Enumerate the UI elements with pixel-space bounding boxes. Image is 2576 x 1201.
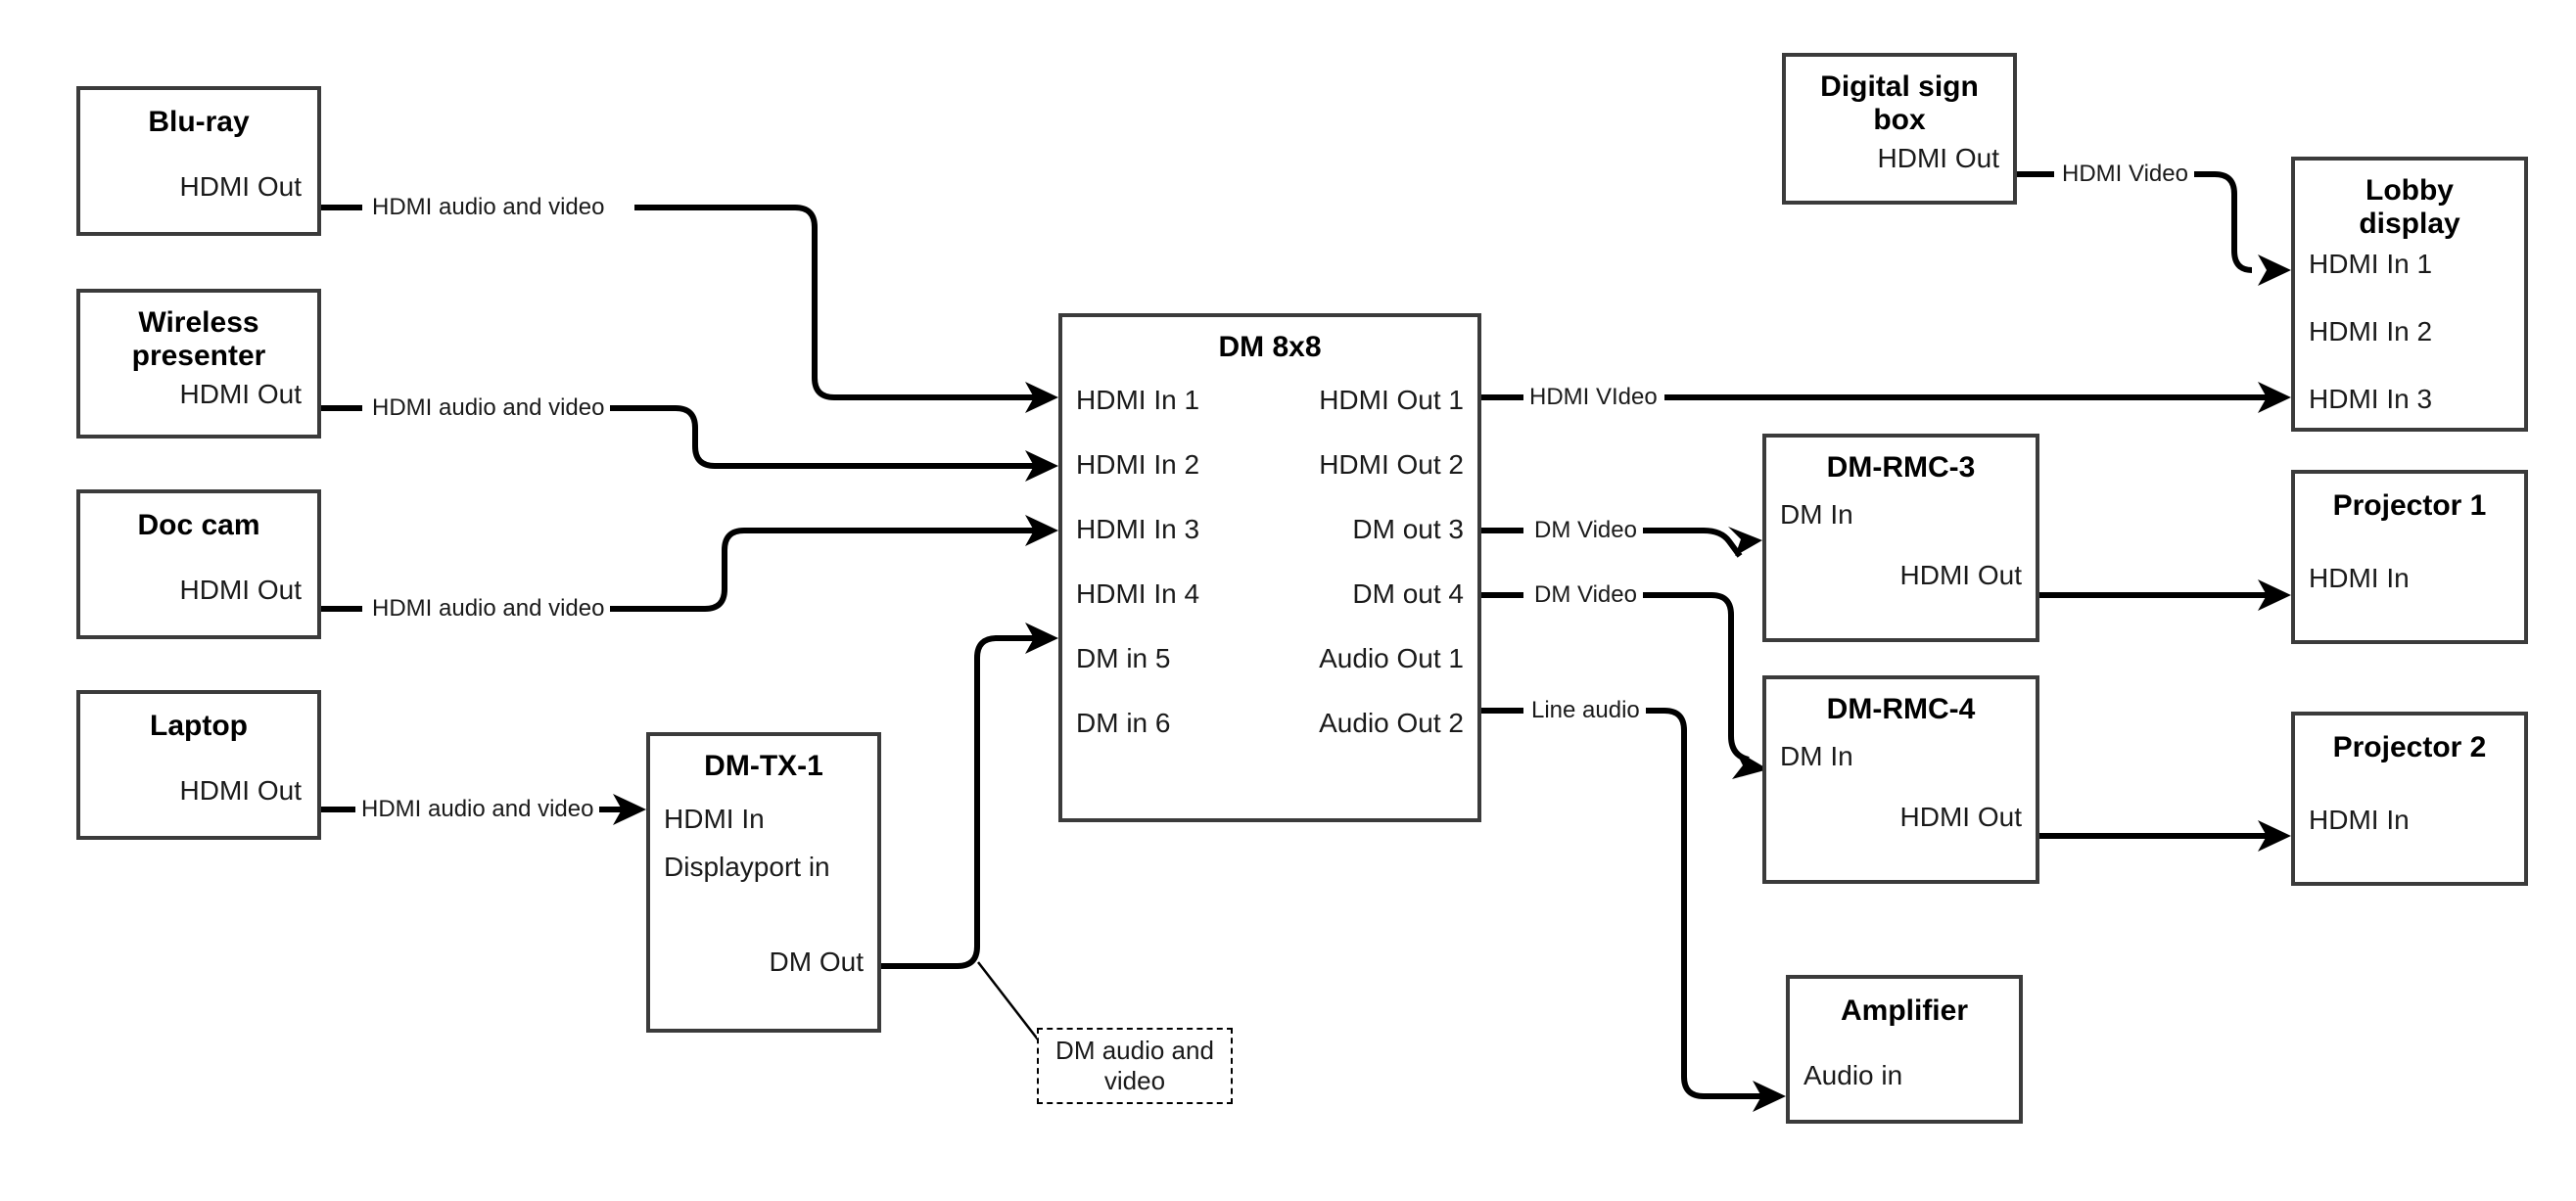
arrowhead-projector2-hdmi-in xyxy=(2258,820,2291,852)
edge-label-dmout3-to-rmc3: DM Video xyxy=(1528,519,1643,542)
node-lobby-display-title: Lobby display xyxy=(2359,174,2460,240)
port-dm-8x8-dm-in-6[interactable]: DM in 6 xyxy=(1076,708,1171,738)
port-dm-8x8-dm-out-4[interactable]: DM out 4 xyxy=(1352,578,1464,609)
node-wireless-presenter-title: Wireless presenter xyxy=(131,306,266,372)
wire-wireless-to-hdmi-in-2 xyxy=(320,405,1038,469)
port-wireless-presenter-hdmi-out[interactable]: HDMI Out xyxy=(179,379,302,410)
node-amplifier[interactable]: Amplifier Audio in xyxy=(1786,975,2023,1124)
node-digital-sign-box[interactable]: Digital sign box HDMI Out xyxy=(1782,53,2017,205)
arrowhead-hdmi-in-1 xyxy=(1025,382,1058,413)
port-dm-8x8-hdmi-in-3[interactable]: HDMI In 3 xyxy=(1076,514,1200,544)
node-dm-rmc-4[interactable]: DM-RMC-4 DM In HDMI Out xyxy=(1762,675,2039,884)
wire-audioout1-to-amplifier xyxy=(1481,708,1764,1099)
node-blu-ray-title: Blu-ray xyxy=(148,106,250,138)
node-dm-tx-1[interactable]: DM-TX-1 HDMI In Displayport in DM Out xyxy=(646,732,881,1033)
port-dm-8x8-audio-out-2[interactable]: Audio Out 2 xyxy=(1319,708,1464,738)
port-projector-1-hdmi-in[interactable]: HDMI In xyxy=(2309,562,2410,593)
port-dm-8x8-hdmi-in-1[interactable]: HDMI In 1 xyxy=(1076,385,1200,415)
edge-label-audioout1-to-amp: Line audio xyxy=(1525,699,1646,722)
port-amplifier-audio-in[interactable]: Audio in xyxy=(1803,1059,1903,1090)
port-dm-8x8-hdmi-in-4[interactable]: HDMI In 4 xyxy=(1076,578,1200,609)
port-dm-8x8-dm-in-5[interactable]: DM in 5 xyxy=(1076,643,1171,673)
callout-dm-audio-and-video-text: DM audio and video xyxy=(1055,1036,1214,1095)
edge-label-doccam-to-in3: HDMI audio and video xyxy=(366,597,611,621)
arrowhead-lobby-hdmi-in-1 xyxy=(2258,254,2291,286)
port-dm-tx-1-dm-out[interactable]: DM Out xyxy=(769,947,864,978)
node-dm-8x8[interactable]: DM 8x8 HDMI In 1 HDMI In 2 HDMI In 3 HDM… xyxy=(1058,313,1481,822)
arrowhead-dm-in-5 xyxy=(1025,623,1058,654)
arrowhead-projector1-hdmi-in xyxy=(2258,579,2291,611)
port-dm-8x8-hdmi-out-1[interactable]: HDMI Out 1 xyxy=(1319,385,1464,415)
port-dm-tx-1-displayport-in[interactable]: Displayport in xyxy=(664,852,830,883)
node-dm-rmc-3-title: DM-RMC-3 xyxy=(1826,451,1976,484)
arrowhead-hdmi-in-2 xyxy=(1025,450,1058,482)
node-doc-cam-title: Doc cam xyxy=(137,509,260,541)
node-dm-rmc-3[interactable]: DM-RMC-3 DM In HDMI Out xyxy=(1762,434,2039,642)
node-blu-ray[interactable]: Blu-ray HDMI Out xyxy=(76,86,321,236)
edge-label-sign-to-lobby: HDMI Video xyxy=(2056,162,2194,186)
node-projector-2-title: Projector 2 xyxy=(2332,731,2487,763)
port-dm-8x8-audio-out-1[interactable]: Audio Out 1 xyxy=(1319,643,1464,673)
node-lobby-display[interactable]: Lobby display HDMI In 1 HDMI In 2 HDMI I… xyxy=(2291,157,2528,432)
arrowhead-hdmi-in-3 xyxy=(1025,515,1058,546)
leader-line-dm-callout xyxy=(977,961,1039,1040)
node-dm-tx-1-title: DM-TX-1 xyxy=(704,750,823,782)
arrowhead-dmtx-hdmi-in xyxy=(613,794,646,825)
port-lobby-display-hdmi-in-2[interactable]: HDMI In 2 xyxy=(2309,315,2433,346)
port-dm-8x8-dm-out-3[interactable]: DM out 3 xyxy=(1352,514,1464,544)
port-dm-rmc-4-hdmi-out[interactable]: HDMI Out xyxy=(1899,802,2022,833)
port-projector-2-hdmi-in[interactable]: HDMI In xyxy=(2309,804,2410,835)
wire-dmout3-to-rmc3 xyxy=(1481,528,1743,558)
port-dm-rmc-3-dm-in[interactable]: DM In xyxy=(1780,498,1853,530)
wire-dmtx-out-to-dm-in-5 xyxy=(881,635,1038,969)
arrowhead-amplifier-audio-in xyxy=(1753,1081,1786,1112)
port-dm-rmc-4-dm-in[interactable]: DM In xyxy=(1780,740,1853,771)
port-lobby-display-hdmi-in-1[interactable]: HDMI In 1 xyxy=(2309,249,2433,280)
port-dm-tx-1-hdmi-in[interactable]: HDMI In xyxy=(664,803,765,834)
port-doc-cam-hdmi-out[interactable]: HDMI Out xyxy=(179,574,302,605)
node-doc-cam[interactable]: Doc cam HDMI Out xyxy=(76,489,321,639)
wire-sign-to-lobby-in1 xyxy=(2017,171,2253,273)
port-blu-ray-hdmi-out[interactable]: HDMI Out xyxy=(179,170,302,202)
wire-doccam-to-hdmi-in-3 xyxy=(320,528,1038,612)
port-dm-rmc-3-hdmi-out[interactable]: HDMI Out xyxy=(1899,560,2022,591)
arrowhead-lobby-hdmi-in-3 xyxy=(2258,382,2291,413)
node-laptop[interactable]: Laptop HDMI Out xyxy=(76,690,321,840)
node-laptop-title: Laptop xyxy=(150,710,248,742)
port-dm-8x8-hdmi-in-2[interactable]: HDMI In 2 xyxy=(1076,449,1200,480)
port-digital-sign-box-hdmi-out[interactable]: HDMI Out xyxy=(1877,143,1999,174)
node-projector-2[interactable]: Projector 2 HDMI In xyxy=(2291,712,2528,886)
node-amplifier-title: Amplifier xyxy=(1840,994,1969,1027)
edge-label-wireless-to-in2: HDMI audio and video xyxy=(366,396,611,420)
node-dm-rmc-4-title: DM-RMC-4 xyxy=(1826,693,1976,725)
node-wireless-presenter[interactable]: Wireless presenter HDMI Out xyxy=(76,289,321,439)
wire-bluray-to-hdmi-in-1 xyxy=(320,205,1038,400)
edge-label-bluray-to-in1: HDMI audio and video xyxy=(366,196,611,219)
port-dm-8x8-hdmi-out-2[interactable]: HDMI Out 2 xyxy=(1319,449,1464,480)
edge-label-hdmi-out1-to-lobby: HDMI VIdeo xyxy=(1523,386,1663,409)
node-digital-sign-box-title: Digital sign box xyxy=(1820,70,1979,136)
arrowhead-rmc4-dm-in xyxy=(1732,750,1768,779)
edge-label-laptop-to-tx: HDMI audio and video xyxy=(355,798,600,821)
callout-dm-audio-and-video: DM audio and video xyxy=(1037,1028,1233,1104)
port-lobby-display-hdmi-in-3[interactable]: HDMI In 3 xyxy=(2309,383,2433,414)
node-projector-1[interactable]: Projector 1 HDMI In xyxy=(2291,470,2528,644)
arrowhead-rmc3-dm-in xyxy=(1728,527,1762,556)
node-projector-1-title: Projector 1 xyxy=(2332,489,2487,522)
port-laptop-hdmi-out[interactable]: HDMI Out xyxy=(179,774,302,806)
wire-dmout4-to-rmc4 xyxy=(1481,592,1750,762)
edge-label-dmout4-to-rmc4: DM Video xyxy=(1528,583,1643,607)
node-dm-8x8-title: DM 8x8 xyxy=(1218,331,1322,363)
